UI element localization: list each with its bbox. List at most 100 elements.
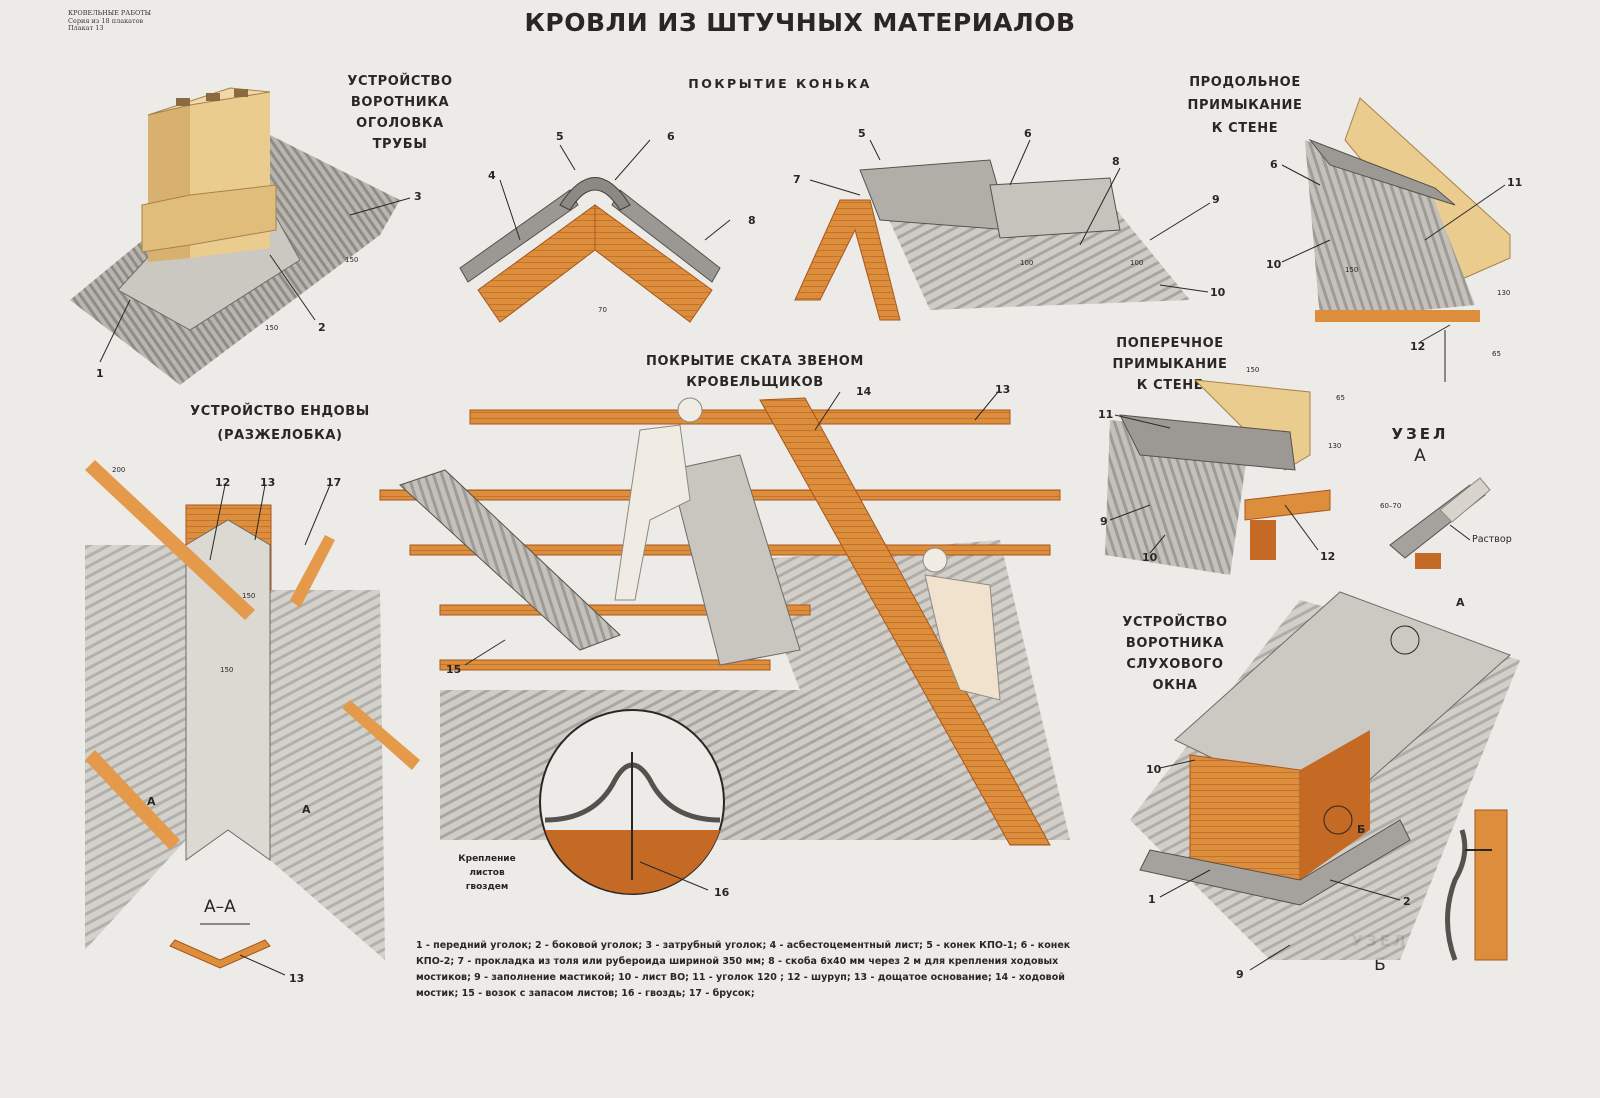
valley-dim-150a: 150 (242, 592, 255, 600)
nail-note: Крепление листов гвоздем (452, 852, 522, 894)
ridge-left-dim: 70 (598, 306, 607, 314)
chimney-flue-2 (206, 93, 220, 101)
ridge-persp-callout-5: 5 (858, 127, 866, 140)
node-b-post (1474, 809, 1508, 961)
nail-note-2: листов (469, 868, 505, 878)
node-a-dim: 60–70 (1380, 502, 1401, 510)
chimney-collar-diagram: 1 2 3 150 150 (70, 87, 422, 385)
longitudinal-dim-150: 150 (1345, 266, 1358, 274)
mortar-label: Раствор (1472, 534, 1512, 545)
caption-dormer-3: СЛУХОВОГО (1126, 657, 1224, 672)
ridge-cap (559, 177, 631, 211)
valley-batten-left (85, 460, 255, 620)
valley-callout-13: 13 (260, 476, 275, 489)
valley-left-slope (85, 545, 195, 950)
valley-mark-a-left: А (147, 795, 156, 808)
valley-diagram: 12 13 17 13 200 150 150 А А А–А (85, 460, 420, 985)
longitudinal-sheet (1305, 140, 1475, 320)
valley-section-profile (169, 939, 271, 969)
dormer-callout-9: 9 (1236, 968, 1244, 981)
transverse-callout-9: 9 (1100, 515, 1108, 528)
ridge-persp-cap (859, 159, 1011, 231)
series-line-2: Серия из 18 плакатов (68, 16, 144, 25)
node-a-letter: А (1414, 446, 1426, 466)
ridge-persp-dim-1: 100 (1020, 259, 1033, 267)
valley-section-label: А–А (204, 897, 236, 917)
caption-transverse-2: К СТЕНЕ (1136, 378, 1204, 393)
chimney-dim-1: 150 (345, 256, 358, 264)
caption-chimney: УСТРОЙСТВО ВОРОТНИКА ОГОЛОВКА ТРУБЫ (330, 71, 470, 155)
ridge-left-callout-4: 4 (488, 169, 496, 182)
transverse-callout-11: 11 (1098, 408, 1113, 421)
slope-walkway (759, 397, 1051, 846)
valley-right-slope (270, 590, 385, 960)
caption-valley: УСТРОЙСТВО ЕНДОВЫ (РАЗЖЕЛОБКА) (180, 400, 380, 448)
slope-covering-diagram: 14 13 15 16 (379, 383, 1070, 899)
ridge-persp-callout-9: 9 (1212, 193, 1220, 206)
longitudinal-flashing (1308, 138, 1456, 206)
dormer-side (1300, 730, 1370, 880)
dormer-callout-1: 1 (1148, 893, 1156, 906)
slope-callout-15: 15 (446, 663, 461, 676)
node-a-block (1415, 553, 1441, 569)
longitudinal-callout-11: 11 (1507, 176, 1522, 189)
nail-note-1: Крепление (458, 854, 516, 864)
transverse-post (1250, 520, 1276, 560)
valley-dim-150b: 150 (220, 666, 233, 674)
longitudinal-junction-diagram: 6 11 10 12 150 130 65 (1266, 97, 1522, 382)
chimney-dim-2: 150 (265, 324, 278, 332)
slope-callout-13: 13 (995, 383, 1010, 396)
valley-dim-200: 200 (112, 466, 125, 474)
ridge-persp-callout-8: 8 (1112, 155, 1120, 168)
valley-mark-a-right: А (302, 803, 311, 816)
valley-batten-right-2 (342, 700, 420, 770)
worker-1 (614, 397, 703, 601)
valley-callout-13b: 13 (289, 972, 304, 985)
node-a-mortar (1439, 477, 1491, 523)
poster-title: КРОВЛИ ИЗ ШТУЧНЫХ МАТЕРИАЛОВ (524, 8, 1076, 37)
dormer-callout-2: 2 (1403, 895, 1411, 908)
ridge-profile-diagram: 4 5 6 8 70 (459, 130, 756, 323)
caption-dormer-2: ВОРОТНИКА (1125, 636, 1225, 651)
transverse-callout-10: 10 (1142, 551, 1158, 564)
caption-chimney-2: ВОРОТНИКА (350, 95, 450, 110)
series-line-3: Плакат 13 (68, 24, 104, 32)
ridge-right-rafter (594, 204, 713, 323)
longitudinal-callout-10: 10 (1266, 258, 1282, 271)
node-a-diagram: 60–70 (1380, 477, 1491, 569)
ridge-left-callout-5: 5 (556, 130, 564, 143)
caption-ridge: ПОКРЫТИЕ КОНЬКА (688, 76, 872, 91)
ridge-persp-dim-2: 100 (1130, 259, 1143, 267)
dormer-detail-b-circle (1323, 805, 1353, 835)
transverse-flashing (1119, 414, 1296, 471)
longitudinal-base-board (1315, 310, 1480, 322)
chimney-flue-3 (234, 89, 248, 97)
node-a-title: УЗЕЛ (1391, 425, 1449, 443)
series-line-1: КРОВЕЛЬНЫЕ РАБОТЫ (68, 9, 152, 17)
ridge-right-sheet (611, 189, 721, 283)
ridge-persp-callout-10: 10 (1210, 286, 1226, 299)
ridge-persp-cap-2 (989, 177, 1121, 239)
transverse-dim-150: 150 (1246, 366, 1259, 374)
valley-batten-left-2 (85, 750, 180, 850)
chimney-callout-1: 1 (96, 367, 104, 380)
transverse-callout-12: 12 (1320, 550, 1335, 563)
caption-transverse-1: ПОПЕРЕЧНОЕ ПРИМЫКАНИЕ (1112, 336, 1228, 372)
slope-carried-sheet (669, 454, 801, 666)
longitudinal-dim-130: 130 (1497, 289, 1510, 297)
caption-longitudinal-1: ПРОДОЛЬНОЕ (1189, 75, 1301, 90)
ridge-left-callout-6: 6 (667, 130, 675, 143)
ridge-persp-callout-7: 7 (793, 173, 801, 186)
dormer-detail-a-circle (1390, 625, 1420, 655)
longitudinal-dim-65: 65 (1492, 350, 1501, 358)
slope-top-purlin (469, 409, 1011, 425)
caption-longitudinal: ПРОДОЛЬНОЕ ПРИМЫКАНИЕ К СТЕНЕ (1170, 71, 1320, 140)
ridge-persp-callout-6: 6 (1024, 127, 1032, 140)
caption-longitudinal-3: К СТЕНЕ (1211, 121, 1279, 136)
slope-purlin-5 (439, 659, 771, 671)
transverse-dim-130: 130 (1328, 442, 1341, 450)
transverse-dim-65: 65 (1336, 394, 1345, 402)
worker-2 (922, 547, 1001, 701)
slope-callout-16: 16 (714, 886, 730, 899)
